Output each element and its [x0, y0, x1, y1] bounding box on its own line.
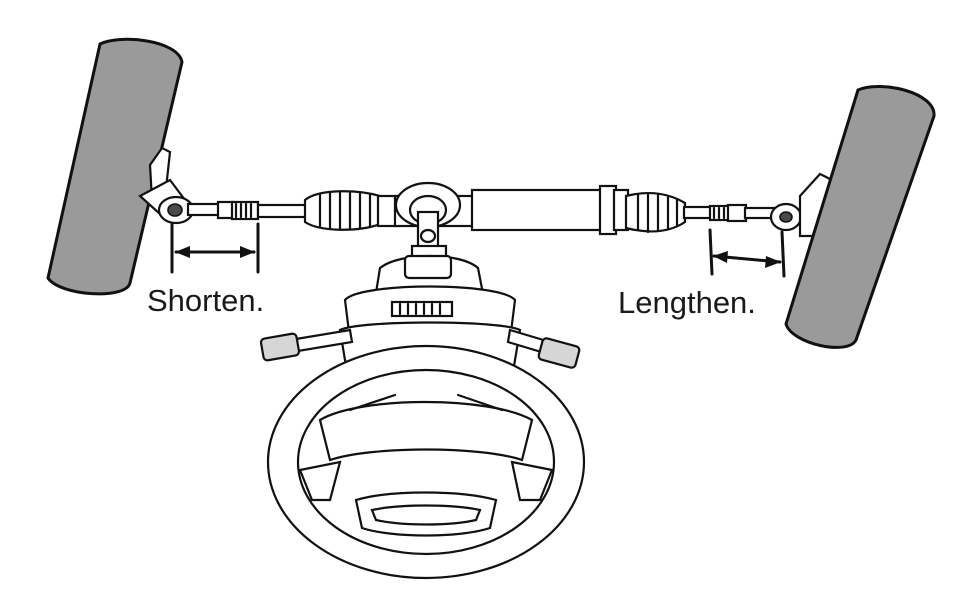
left-rack-boot	[303, 190, 402, 231]
left-tie-rod-end	[157, 195, 310, 225]
arrowhead-left-icon	[713, 251, 728, 263]
shorten-dimension	[170, 222, 260, 274]
steering-wheel	[266, 344, 586, 580]
arrowhead-right-icon	[765, 256, 781, 268]
left-stalk	[259, 328, 354, 362]
right-tie-rod-end	[682, 202, 803, 232]
right-stalk	[506, 328, 581, 369]
arrowhead-right-icon	[240, 246, 255, 258]
shorten-label: Shorten.	[147, 283, 264, 318]
arrowhead-left-icon	[175, 246, 190, 258]
left-wheel	[46, 37, 187, 296]
right-wheel	[784, 85, 936, 349]
lengthen-dimension	[708, 228, 786, 278]
lengthen-label: Lengthen.	[618, 285, 756, 320]
